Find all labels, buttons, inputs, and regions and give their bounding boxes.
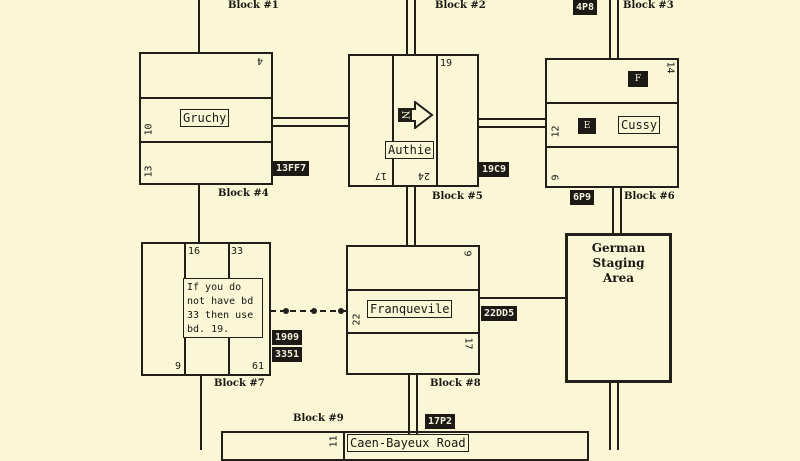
unit-tag: 22DD5 <box>481 306 518 321</box>
road <box>406 186 416 245</box>
block-label: Block #5 <box>432 191 483 202</box>
block-label: Block #1 <box>228 0 279 11</box>
divider <box>547 146 677 148</box>
staging-label: German <box>591 241 646 255</box>
board-number: 10 <box>143 123 155 136</box>
road <box>408 374 418 450</box>
block-label: Block #6 <box>624 191 675 202</box>
north-arrow-icon: N <box>398 99 434 133</box>
divider <box>141 141 271 143</box>
unit-tag: 4P8 <box>573 0 598 15</box>
divider <box>547 102 677 104</box>
board-number: 12 <box>550 125 562 138</box>
divider <box>392 56 394 185</box>
board-number: 16 <box>188 246 201 257</box>
road <box>272 117 348 127</box>
block-label: Block #4 <box>218 188 269 199</box>
road <box>198 0 200 52</box>
connector-dot <box>338 308 344 314</box>
block-label: Block #2 <box>435 0 486 11</box>
board-number: 17 <box>375 170 388 181</box>
staging-label: Area <box>602 271 635 285</box>
road <box>479 297 565 299</box>
marker-f: F <box>628 71 648 87</box>
block-label: Block #3 <box>623 0 674 11</box>
board-number: 19 <box>440 58 453 69</box>
board-number: 17 <box>462 337 474 350</box>
road <box>200 375 202 450</box>
franqueville-board[interactable] <box>346 245 480 375</box>
marker-e: E <box>578 118 596 134</box>
unit-tag: 17P2 <box>425 414 456 429</box>
road <box>478 118 545 128</box>
unit-tag: 13FF7 <box>273 161 310 176</box>
board-number: 61 <box>252 361 265 372</box>
divider <box>141 97 271 99</box>
unit-tag: 19C9 <box>479 162 510 177</box>
board-number: 4 <box>257 55 264 66</box>
board-number: 24 <box>418 170 431 181</box>
board-number: 9 <box>550 174 562 181</box>
board-number: 33 <box>231 246 244 257</box>
board-number: 13 <box>143 165 155 178</box>
town-label-gruchy: Gruchy <box>180 109 230 127</box>
town-label-authie: Authie <box>385 141 435 159</box>
divider <box>348 332 478 334</box>
board-number: 22 <box>351 313 363 326</box>
road <box>406 0 416 54</box>
note-box: If you do not have bd 33 then use bd. 19… <box>183 278 263 338</box>
unit-tag: 3351 <box>272 347 303 362</box>
divider <box>343 433 345 459</box>
gruchy-board[interactable] <box>139 52 273 185</box>
cussy-board[interactable] <box>545 58 679 188</box>
unit-tag: 6P9 <box>570 190 595 205</box>
divider <box>348 289 478 291</box>
board-number: 11 <box>328 435 340 448</box>
board-number: 14 <box>664 61 676 74</box>
board-number: 9 <box>175 361 182 372</box>
road <box>609 0 619 58</box>
divider <box>436 56 438 185</box>
dotted-connector <box>270 310 346 312</box>
road <box>198 184 200 242</box>
board-number: 9 <box>461 250 473 257</box>
connector-dot <box>311 308 317 314</box>
block-label: Block #9 <box>293 413 344 424</box>
block-label: Block #8 <box>430 378 481 389</box>
road-label: Caen-Bayeux Road <box>347 434 469 452</box>
block-label: Block #7 <box>214 378 265 389</box>
svg-text:N: N <box>399 111 410 120</box>
german-staging-area[interactable]: German Staging Area <box>565 233 672 383</box>
town-label-franqueville: Franquevile <box>367 300 453 318</box>
unit-tag: 1909 <box>272 330 303 345</box>
authie-board[interactable] <box>348 54 479 187</box>
connector-dot <box>283 308 289 314</box>
road <box>609 382 619 450</box>
staging-label: Staging <box>592 256 645 270</box>
town-label-cussy: Cussy <box>618 116 661 134</box>
road <box>612 187 622 233</box>
